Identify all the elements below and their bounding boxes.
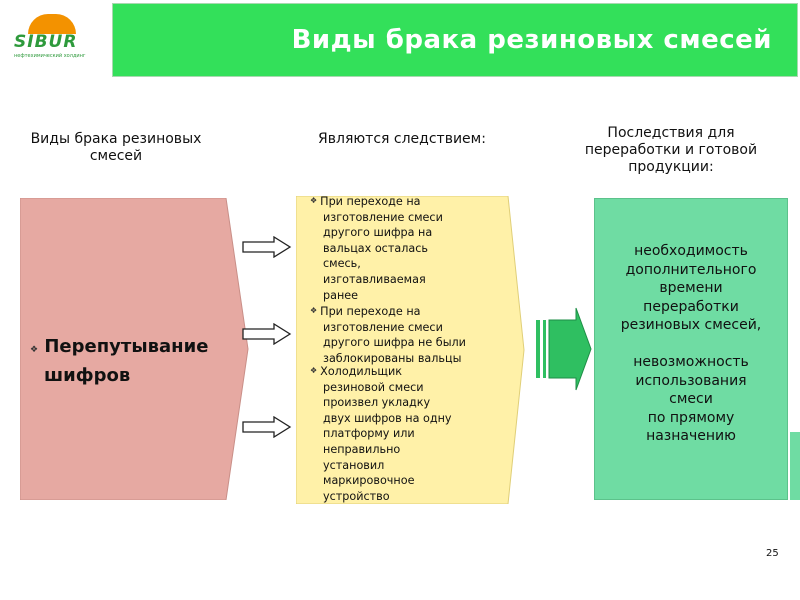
heading-line: переработки и готовой: [584, 142, 758, 158]
cause-line: другого шифра не были: [323, 336, 466, 350]
cause-item: ❖Холодильщик резиновой смеси произвел ук…: [310, 363, 520, 504]
heading-line: продукции:: [628, 159, 714, 175]
logo-arc: [28, 14, 76, 34]
logo-word: SIBUR: [14, 32, 78, 52]
cause-line: неправильно: [323, 442, 401, 456]
cause-line: платформу или: [323, 427, 415, 441]
decorative-strip: [790, 432, 800, 500]
heading-line: Последствия для: [607, 125, 735, 141]
cause-line: двух шифров на одну: [323, 411, 452, 425]
cause-line: изготовление смеси: [323, 210, 443, 224]
consequence-line: смеси: [669, 391, 713, 408]
cause-line: маркировочное: [323, 474, 415, 488]
consequence-line: невозможность: [633, 353, 749, 370]
cause-line: ❖Холодильщик: [310, 363, 520, 380]
logo-tagline: нефтехимический холдинг: [14, 53, 86, 59]
cause-line: заблокированы вальцы: [323, 351, 462, 365]
defect-arrow-box: [20, 198, 249, 500]
spacer: [594, 335, 788, 353]
consequence-line: времени: [659, 280, 723, 297]
cause-text: При переходе на: [320, 195, 421, 208]
page-number: 25: [766, 548, 779, 559]
diamond-bullet-icon: ❖: [310, 366, 318, 375]
consequences-box: [594, 198, 788, 500]
hollow-arrow-icon: [242, 323, 292, 345]
heading-line: смесей: [89, 148, 143, 164]
consequence-line: по прямому: [647, 409, 735, 426]
cause-line: ❖При переходе на: [310, 193, 510, 210]
column-heading-consequences: Последствия для переработки и готовой пр…: [556, 125, 786, 176]
cause-line: вальцах осталась: [323, 241, 428, 255]
consequence-line: необходимость: [634, 243, 748, 259]
block-arrow-icon: [536, 307, 592, 391]
defect-line: Перепутывание: [44, 336, 209, 357]
cause-line: произвел укладку: [323, 396, 431, 410]
defect-line-1: ❖ Перепутывание: [30, 334, 230, 363]
cause-line: другого шифра на: [323, 226, 433, 240]
cause-line: изготавливаемая: [323, 272, 426, 286]
cause-line: установил: [323, 458, 385, 472]
column-heading-defects: Виды брака резиновых смесей: [4, 131, 228, 165]
diamond-bullet-icon: ❖: [310, 306, 318, 315]
slide-title: Виды брака резиновых смесей: [291, 25, 772, 55]
cause-text: При переходе на: [320, 305, 421, 318]
cause-line: ранее: [323, 288, 359, 302]
cause-line: резиновой смеси: [323, 380, 424, 394]
cause-item: ❖При переходе на изготовление смеси друг…: [310, 303, 520, 366]
diamond-bullet-icon: ❖: [30, 345, 39, 355]
consequence-line: дополнительного: [625, 261, 757, 278]
consequence-line: переработки: [643, 298, 739, 315]
consequences-text: необходимость дополнительного времени пе…: [594, 242, 788, 446]
consequence-line: назначению: [646, 428, 736, 445]
cause-text: Холодильщик: [320, 365, 402, 378]
consequence-line: использования: [635, 372, 747, 389]
diamond-bullet-icon: ❖: [310, 196, 318, 205]
hollow-arrow-icon: [242, 416, 292, 438]
title-bar: [112, 3, 798, 77]
defect-text: ❖ Перепутывание шифров: [30, 334, 230, 388]
cause-line: ❖При переходе на: [310, 303, 520, 320]
hollow-arrow-icon: [242, 236, 292, 258]
cause-item: ❖При переходе на изготовление смеси друг…: [310, 193, 510, 303]
cause-line: смесь,: [323, 257, 361, 271]
column-heading-causes: Являются следствием:: [318, 131, 486, 147]
heading-line: Виды брака резиновых: [30, 131, 202, 147]
causes-arrow-box: [296, 196, 525, 504]
defect-line: шифров: [44, 365, 131, 386]
cause-line: устройство: [323, 489, 390, 503]
company-logo: SIBUR нефтехимический холдинг: [12, 14, 102, 66]
cause-line: изготовление смеси: [323, 320, 443, 334]
consequence-line: резиновых смесей,: [620, 317, 762, 334]
